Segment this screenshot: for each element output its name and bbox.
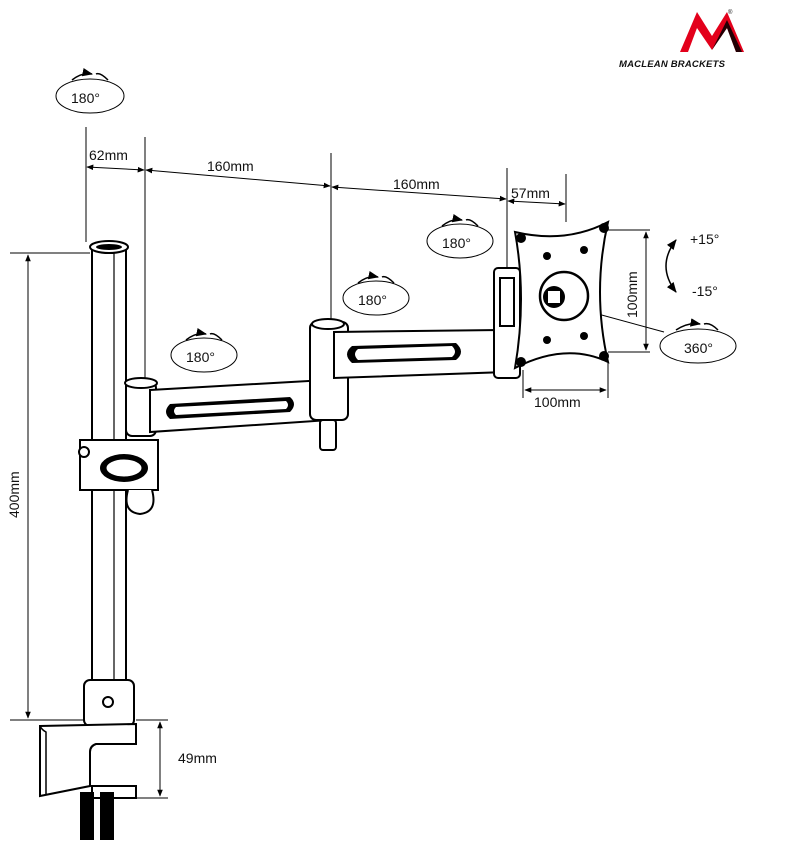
tilt-down-label: -15° [692, 283, 718, 299]
extension-lines [10, 127, 650, 799]
tilt-indicator: +15° -15° [665, 231, 719, 299]
desk-clamp [39, 722, 137, 840]
brand-name: MACLEAN BRACKETS [619, 59, 726, 70]
maclean-m-logo-icon: ® [680, 9, 744, 52]
dimension-lines [25, 164, 649, 797]
dim-vesa-width: 100mm [534, 394, 581, 410]
vesa-plate [513, 220, 610, 370]
rotation-arm-joint-2-label: 180° [358, 292, 387, 308]
arm-2 [333, 328, 508, 380]
dim-arm-1-length: 160mm [207, 158, 254, 174]
rotation-head-label: 180° [442, 235, 471, 251]
dim-pole-offset: 62mm [89, 147, 128, 163]
rotation-arm-joint-2: 180° [342, 271, 410, 316]
dim-clamp-height: 49mm [178, 750, 217, 766]
arm-1 [124, 377, 332, 437]
tilt-up-label: +15° [690, 231, 719, 247]
pole-base [83, 679, 135, 727]
dim-vesa-height: 100mm [624, 271, 640, 318]
rotation-pole-top-label: 180° [71, 90, 100, 106]
rotation-arm-joint-1: 180° [170, 328, 238, 373]
svg-text:®: ® [728, 9, 733, 16]
dim-arm-2-length: 160mm [393, 176, 440, 192]
brand-logo: ® MACLEAN BRACKETS [619, 9, 744, 70]
rotation-head: 180° [426, 214, 494, 259]
tilt-head [493, 267, 521, 379]
pole-collar [78, 439, 159, 516]
dim-pole-height: 400mm [6, 471, 22, 518]
rotation-screen-label: 360° [684, 340, 713, 356]
dim-head-offset: 57mm [511, 185, 550, 201]
rotation-arm-joint-1-label: 180° [186, 349, 215, 365]
rotation-pole-top: 180° [55, 68, 125, 114]
